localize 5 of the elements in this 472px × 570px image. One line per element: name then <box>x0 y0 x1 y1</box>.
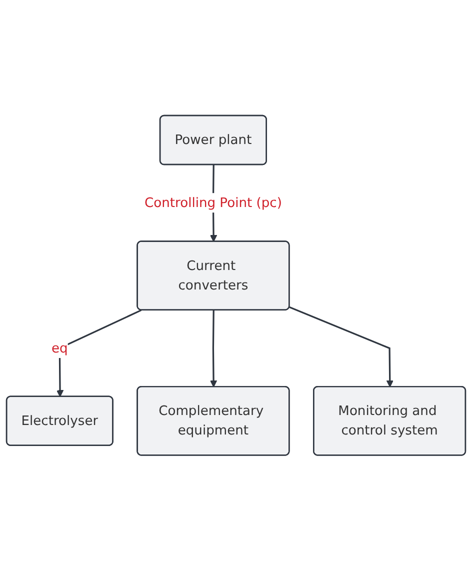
arrow <box>289 306 394 387</box>
arrow <box>56 309 142 397</box>
edge-label: eq <box>52 340 68 356</box>
arrow <box>210 310 218 387</box>
edge-label: Controlling Point (pc) <box>144 194 282 210</box>
